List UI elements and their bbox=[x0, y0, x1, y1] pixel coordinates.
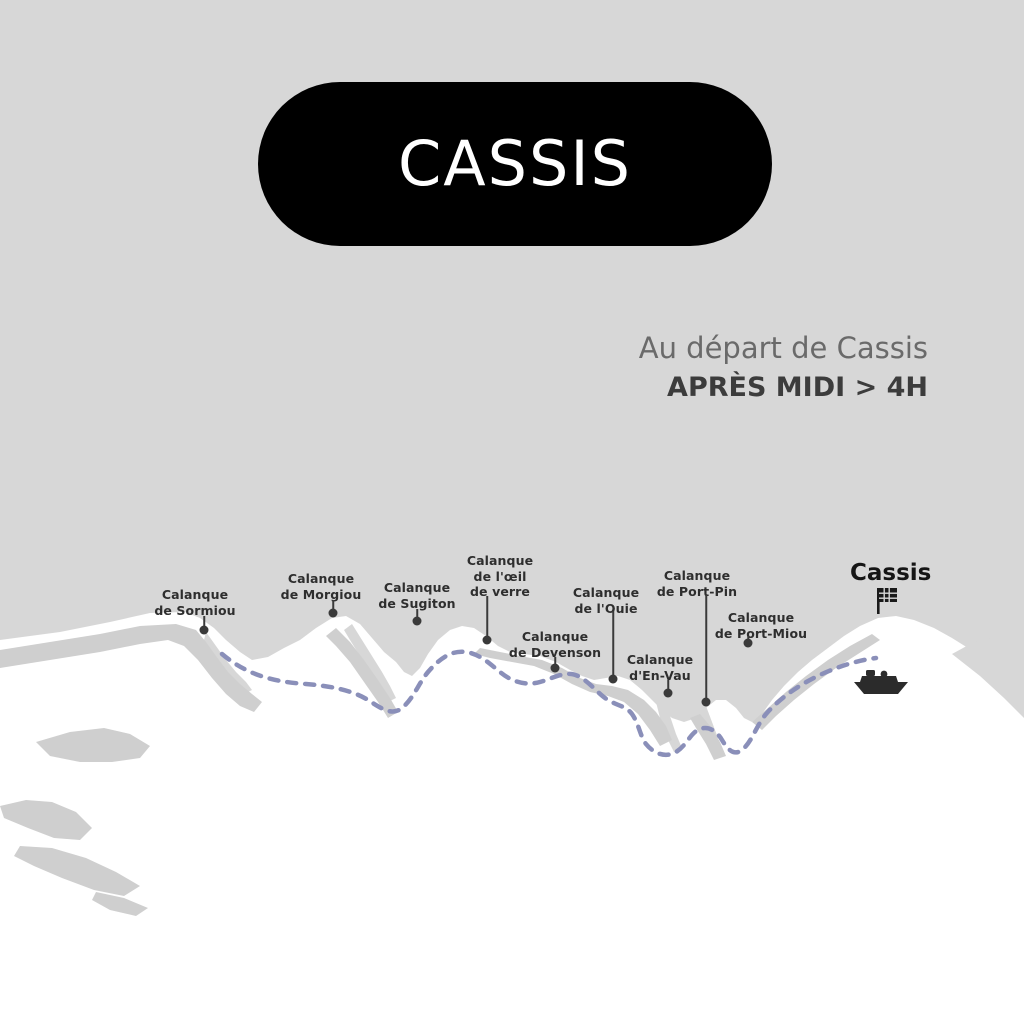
poi-marker-dot[interactable] bbox=[608, 674, 618, 684]
poi-leader-line bbox=[667, 680, 669, 692]
poi-leader-line bbox=[554, 657, 556, 667]
poi-leader-line bbox=[486, 596, 488, 639]
poi-label: Calanque de Port-Pin bbox=[656, 568, 738, 599]
poi-label: Calanque de l'œil de verre bbox=[466, 553, 534, 600]
land-relief-shadow-2 bbox=[326, 628, 398, 718]
poi-label: Calanque d'En-Vau bbox=[626, 652, 694, 683]
subtitle-departure: Au départ de Cassis bbox=[638, 331, 928, 365]
poi-leader-line bbox=[416, 609, 418, 620]
island-small bbox=[92, 892, 148, 916]
subtitle-block: Au départ de Cassis APRÈS MIDI > 4H bbox=[639, 330, 928, 405]
calanque-inlet-morgiou bbox=[344, 624, 396, 702]
calanque-inlet-envau bbox=[656, 698, 682, 752]
page-title: CASSIS bbox=[397, 127, 633, 200]
title-pill: CASSIS bbox=[258, 82, 772, 246]
boat-route bbox=[219, 649, 879, 757]
poi-leader-line bbox=[332, 600, 334, 612]
poi-marker-dot[interactable] bbox=[701, 697, 711, 707]
poi-label: Calanque de Devenson bbox=[508, 629, 602, 660]
poi-marker-dot[interactable] bbox=[199, 625, 209, 635]
land-relief-shadow-4 bbox=[690, 714, 726, 760]
island-plane bbox=[14, 846, 140, 896]
land-relief-shadow-3 bbox=[474, 648, 672, 746]
island-jarre bbox=[0, 800, 92, 840]
poi-marker-dot[interactable] bbox=[663, 688, 673, 698]
land-relief-shadow bbox=[0, 624, 262, 712]
poi-label: Calanque de Port-Miou bbox=[714, 610, 808, 641]
poi-marker-dot[interactable] bbox=[550, 663, 560, 673]
poi-marker-dot[interactable] bbox=[482, 635, 492, 645]
flag-icon bbox=[877, 588, 897, 614]
poi-leader-line bbox=[612, 611, 614, 678]
sea-wedge-right bbox=[952, 636, 1024, 718]
poi-marker-dot[interactable] bbox=[328, 608, 338, 618]
poi-label: Calanque de l'Ouie bbox=[572, 585, 640, 616]
poi-leader-line bbox=[705, 595, 707, 701]
poi-label: Calanque de Sugiton bbox=[378, 580, 456, 611]
boat-icon bbox=[854, 670, 908, 694]
city-label-cassis: Cassis bbox=[850, 560, 932, 586]
poi-marker-dot[interactable] bbox=[743, 638, 753, 648]
subtitle-duration: APRÈS MIDI > 4H bbox=[667, 372, 928, 404]
island-riou bbox=[36, 728, 150, 762]
poi-marker-dot[interactable] bbox=[412, 616, 422, 626]
calanque-inlets bbox=[204, 632, 252, 694]
poi-label: Calanque de Morgiou bbox=[280, 571, 362, 602]
poi-leader-line bbox=[203, 616, 205, 628]
land-relief-shadow-5 bbox=[752, 634, 880, 730]
poi-label: Calanque de Sormiou bbox=[154, 587, 236, 618]
